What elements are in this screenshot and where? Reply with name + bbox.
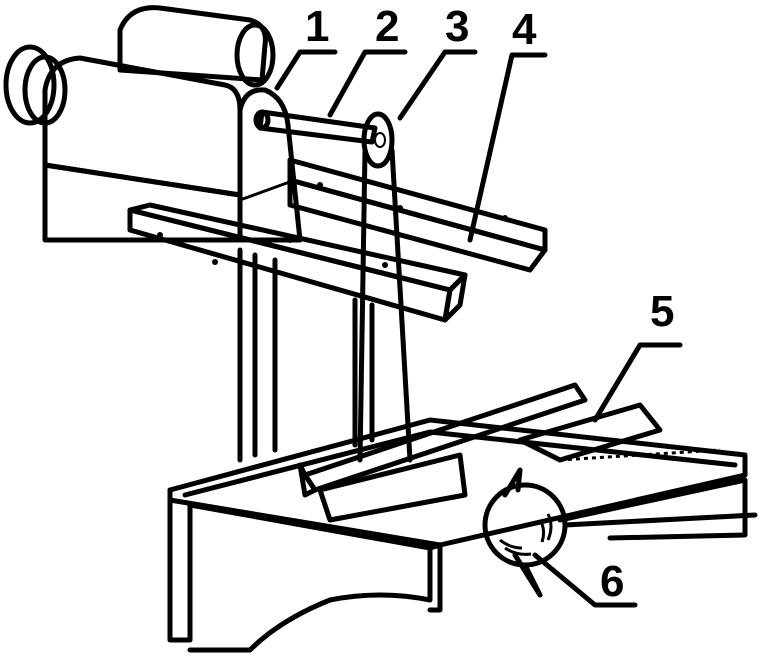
work-plate-right	[517, 402, 721, 463]
vertical-posts	[237, 247, 375, 463]
callout-5: 5	[650, 287, 675, 336]
callout-2: 2	[375, 2, 400, 51]
front-rail	[127, 202, 468, 323]
callout-1: 1	[305, 2, 330, 51]
drive-pulley	[361, 111, 395, 169]
callout-3: 3	[445, 2, 470, 51]
callout-leaders	[274, 49, 758, 608]
work-plate-left	[317, 452, 468, 523]
upper-rail	[287, 157, 548, 273]
rear-roller	[117, 5, 276, 88]
callout-6: 6	[600, 557, 625, 606]
rear-pulley	[3, 44, 68, 126]
drive-shaft	[253, 109, 378, 145]
callout-4: 4	[512, 5, 537, 54]
guide-fence	[297, 382, 588, 498]
